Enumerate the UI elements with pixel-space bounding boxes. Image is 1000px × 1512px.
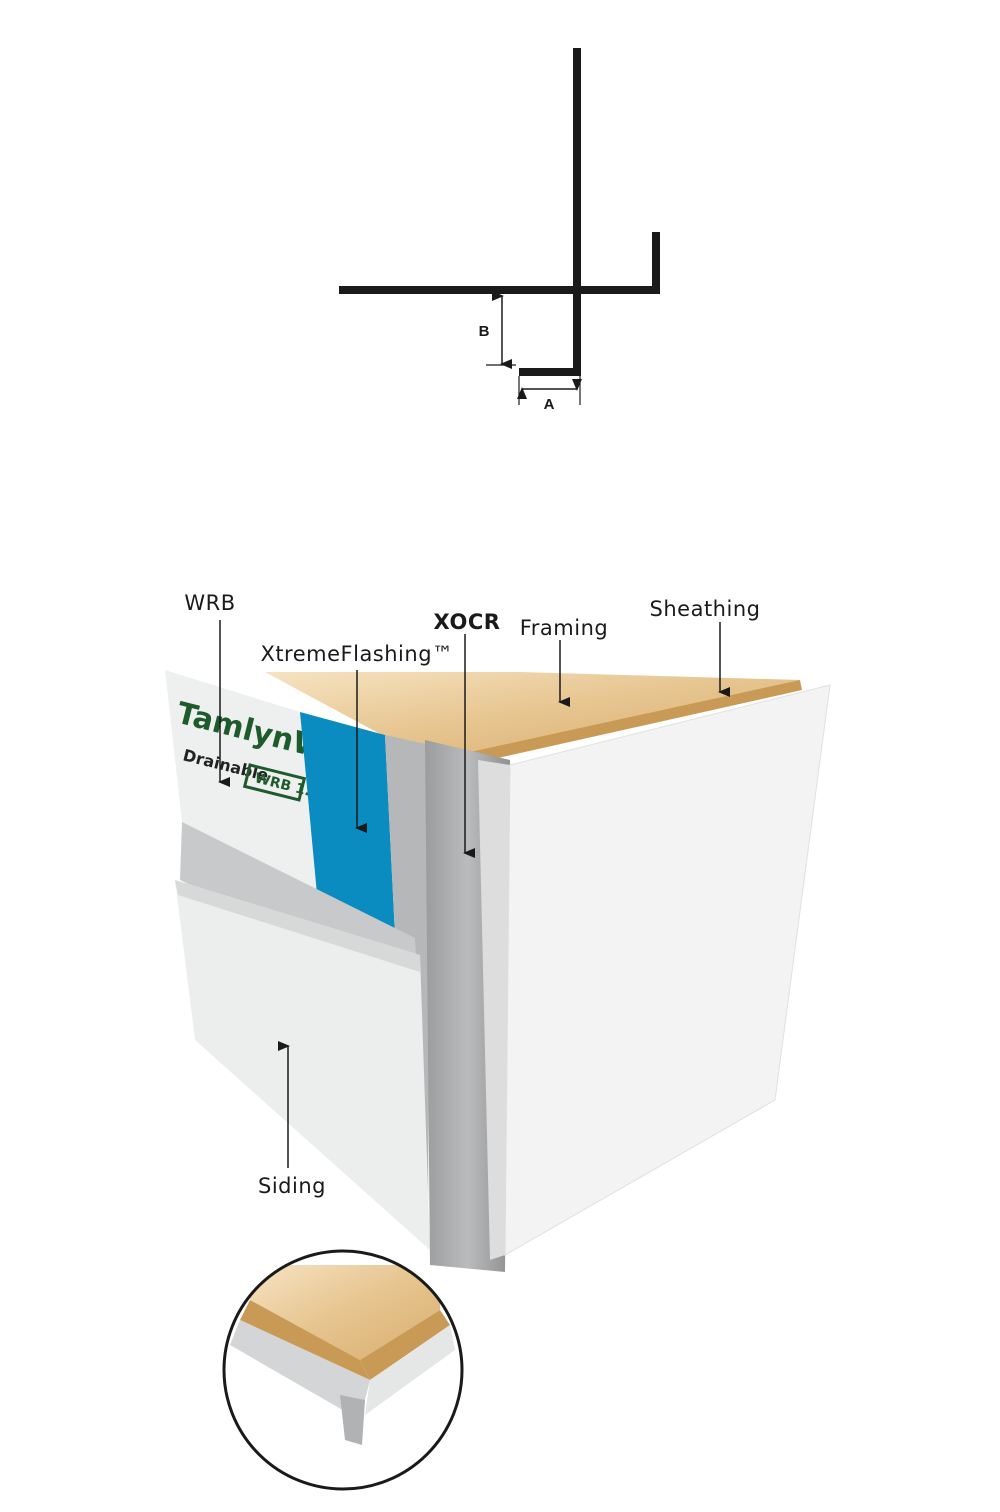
xocr-label: XOCR (434, 610, 501, 634)
sheathing-label: Sheathing (650, 597, 761, 621)
framing-label: Framing (520, 616, 608, 640)
xtremeflashing-wrap (300, 712, 395, 935)
siding-label: Siding (258, 1174, 326, 1198)
framing-top (265, 672, 800, 758)
callouts: WRB XtremeFlashing™ XOCR Framing Sheathi… (184, 591, 760, 1198)
xtremeflashing-label: XtremeFlashing™ (260, 642, 453, 666)
wrb-sheet (165, 670, 318, 905)
corner-assembly-illustration: TamlynWrap Drainable WRB 1.5 (165, 670, 831, 1272)
siding-panel (175, 880, 430, 1250)
wrb-label: WRB (184, 591, 235, 615)
xocr-profile-drawing: B A (339, 48, 660, 413)
right-siding-panel (504, 684, 831, 1256)
dimension-b-label: B (479, 323, 490, 340)
corner-detail-inset (222, 1249, 464, 1491)
sheathing-edge (470, 680, 802, 762)
dimension-a-label: A (544, 396, 555, 413)
